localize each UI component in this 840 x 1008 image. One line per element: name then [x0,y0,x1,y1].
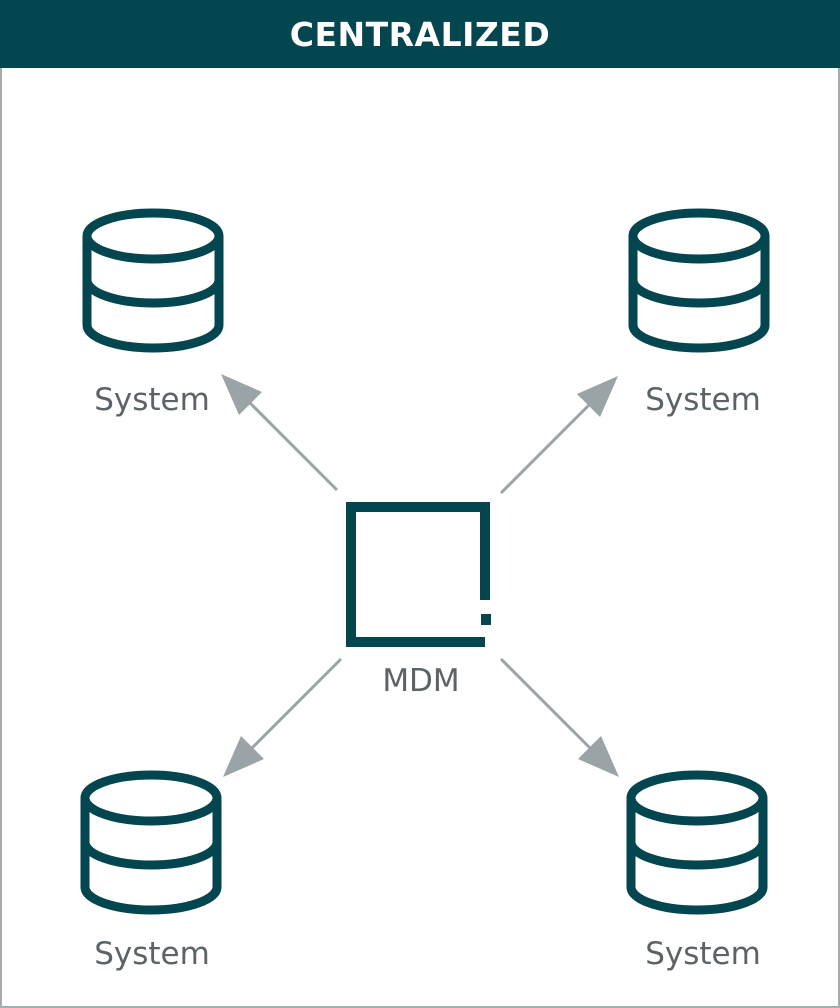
system-label: System [645,936,761,972]
database-icon [633,213,765,348]
system-top-left: System [87,213,219,418]
arrows [221,374,619,777]
header-bar: CENTRALIZED [0,0,840,68]
arrow-to-top-left-system [221,374,339,492]
system-bottom-right: System [631,775,763,972]
mdm-hub: MDM [346,502,491,699]
database-icon [87,213,219,348]
system-top-right: System [633,213,765,418]
arrow-to-top-right-system [499,376,618,495]
arrow-to-bottom-left-system [223,657,343,777]
header-title: CENTRALIZED [289,14,551,54]
system-bottom-left: System [85,775,217,972]
square-icon [346,502,491,647]
system-label: System [94,936,210,972]
database-icon [631,775,763,910]
mdm-label: MDM [382,663,459,699]
database-icon [85,775,217,910]
system-label: System [94,382,210,418]
arrow-to-bottom-right-system [499,657,619,777]
system-label: System [645,382,761,418]
